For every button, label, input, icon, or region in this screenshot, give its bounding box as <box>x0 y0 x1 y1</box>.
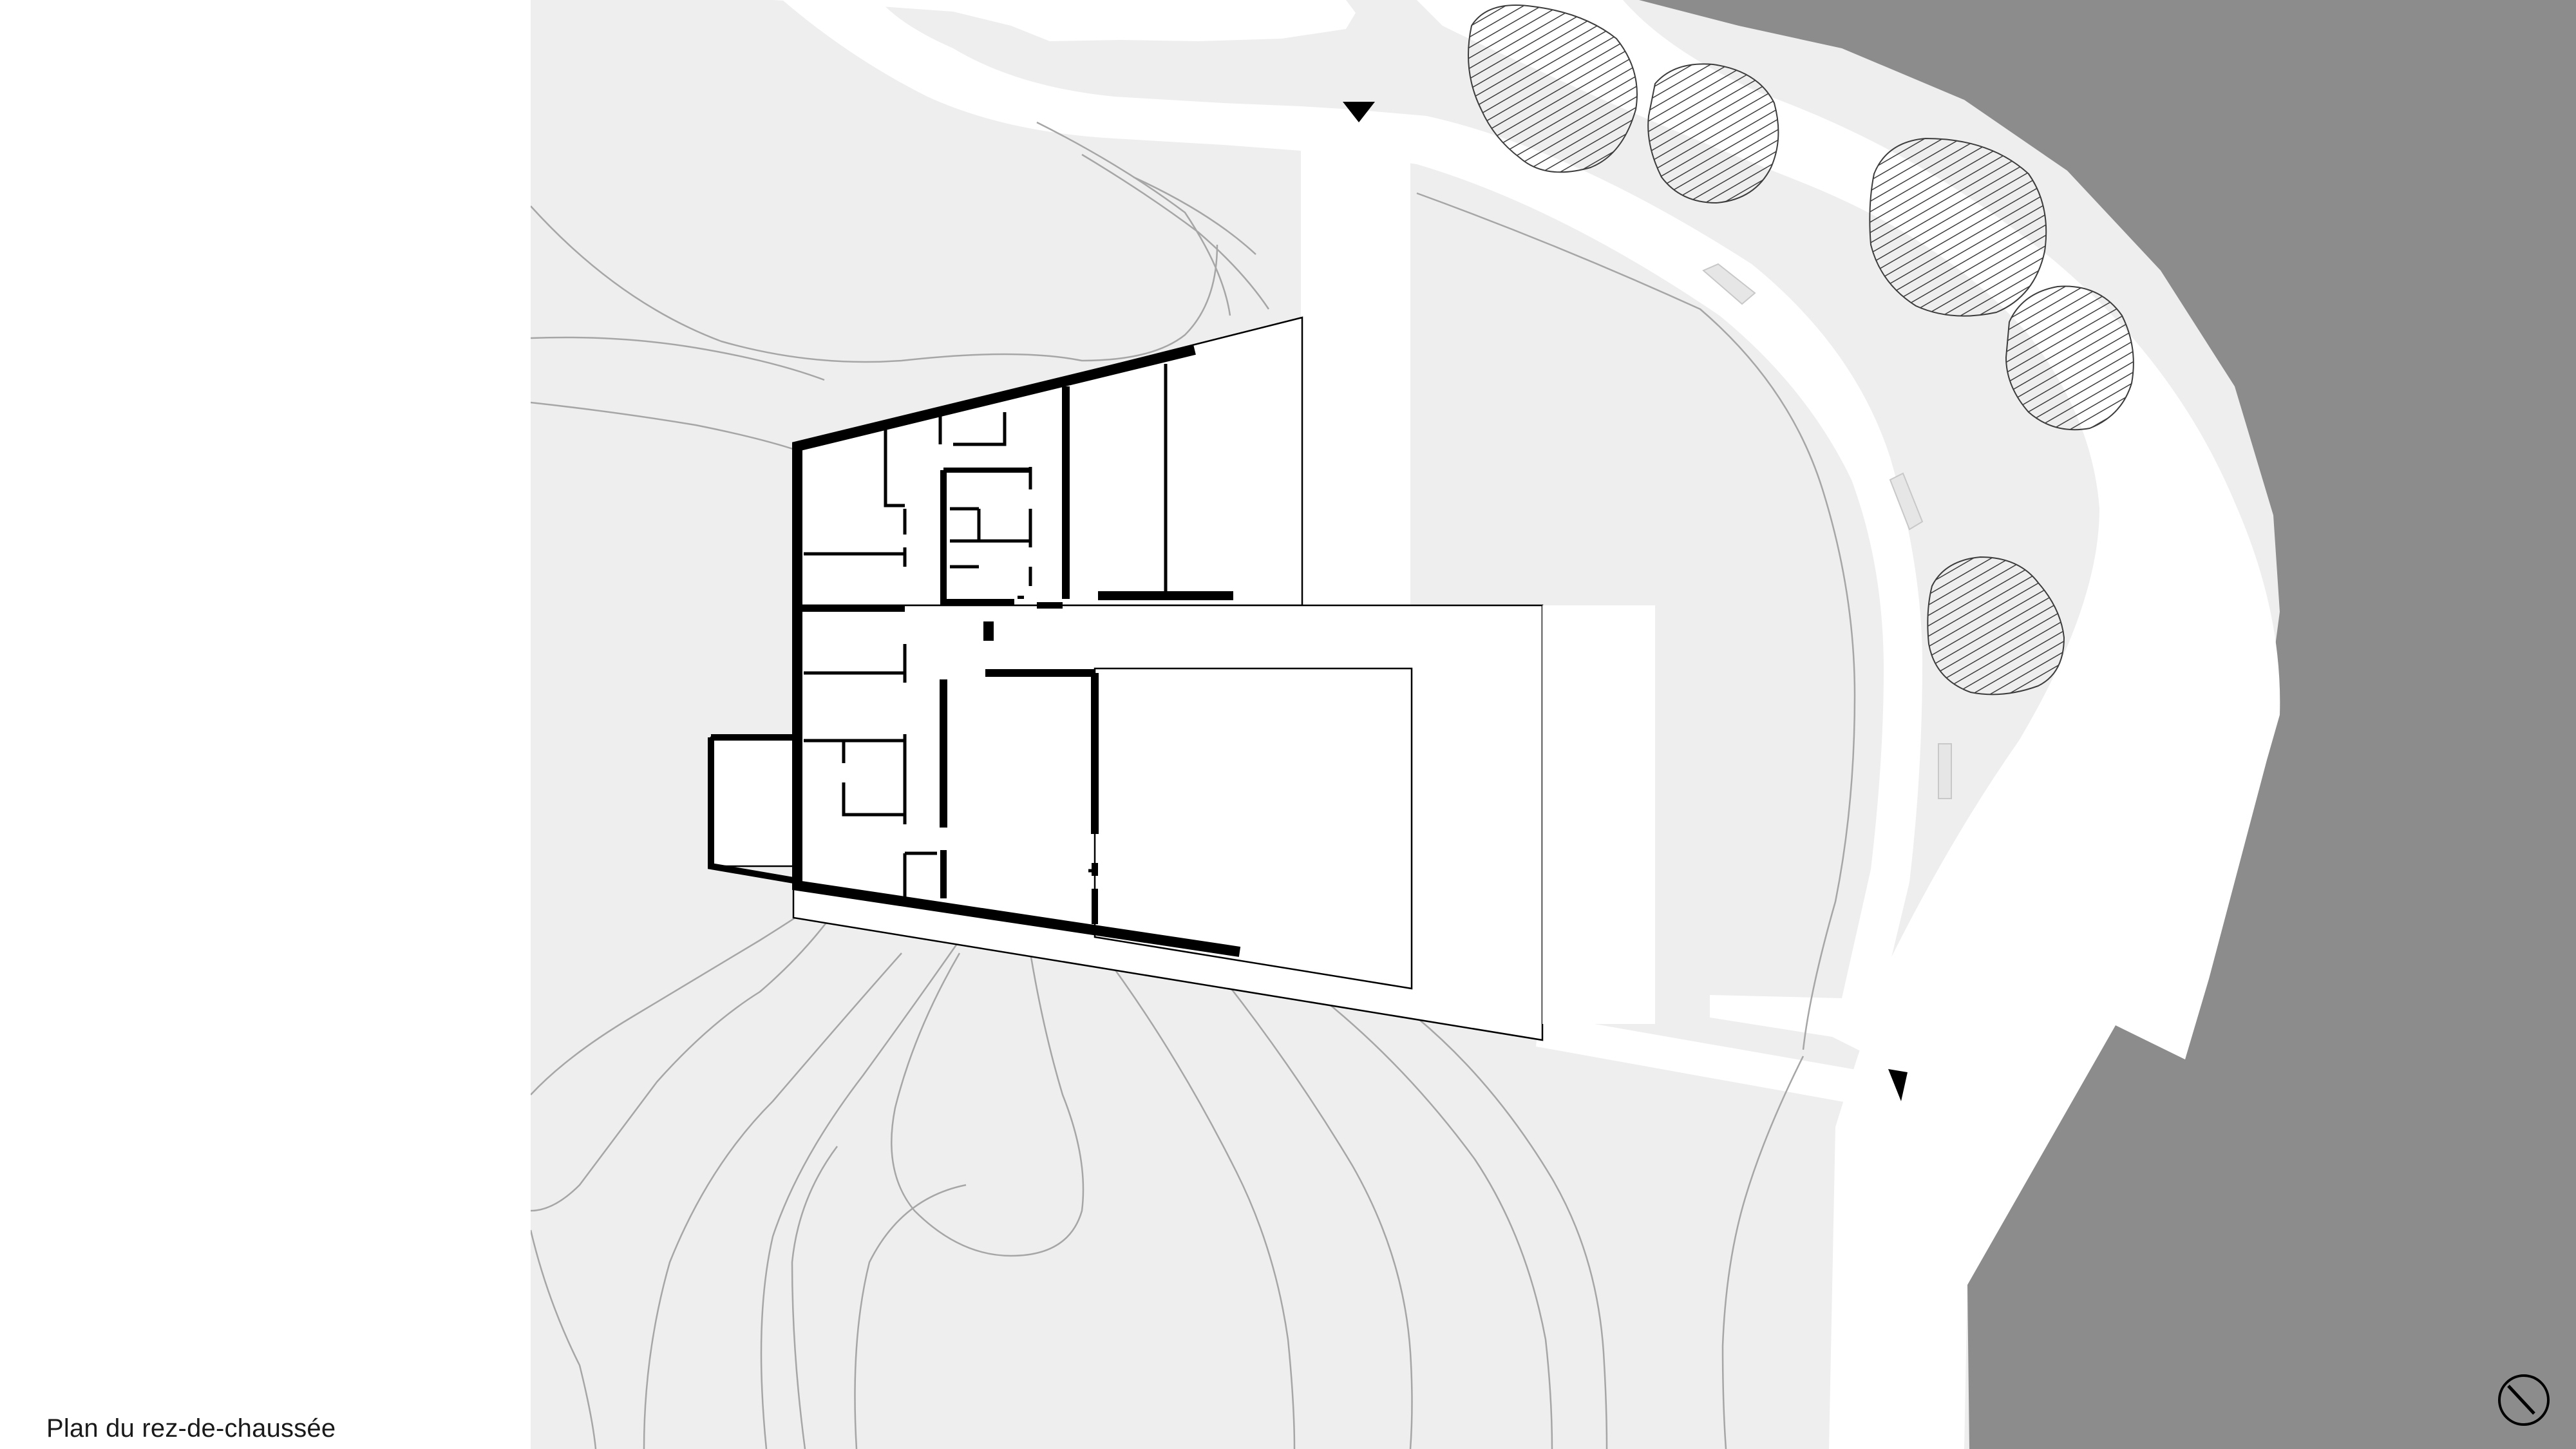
tree-icon <box>1468 5 1638 173</box>
tree-icon <box>1869 137 2047 317</box>
building-outlines <box>710 316 1655 1041</box>
annex-outline <box>710 736 796 867</box>
walls <box>708 345 1241 957</box>
wall-fragments <box>1702 263 1952 799</box>
contour-lines <box>531 121 1856 1449</box>
tree-icon <box>1647 63 1779 204</box>
trees <box>1468 5 2134 696</box>
interior-walls <box>804 364 1168 902</box>
north-arrow-icon <box>2498 1374 2550 1426</box>
entrance-arrow-icon <box>1888 1069 1908 1101</box>
tree-icon <box>2005 285 2134 431</box>
dark-area <box>1639 0 2576 1449</box>
lower-corridor <box>1536 1014 1871 1104</box>
upper-corridor <box>1301 126 1410 605</box>
terrace-slab <box>1542 605 1655 1024</box>
entrance-arrow-icon <box>1343 102 1375 122</box>
plan-caption: Plan du rez-de-chaussée <box>46 1414 336 1443</box>
pool-outline <box>1094 667 1413 990</box>
tree-icon <box>1927 556 2065 696</box>
